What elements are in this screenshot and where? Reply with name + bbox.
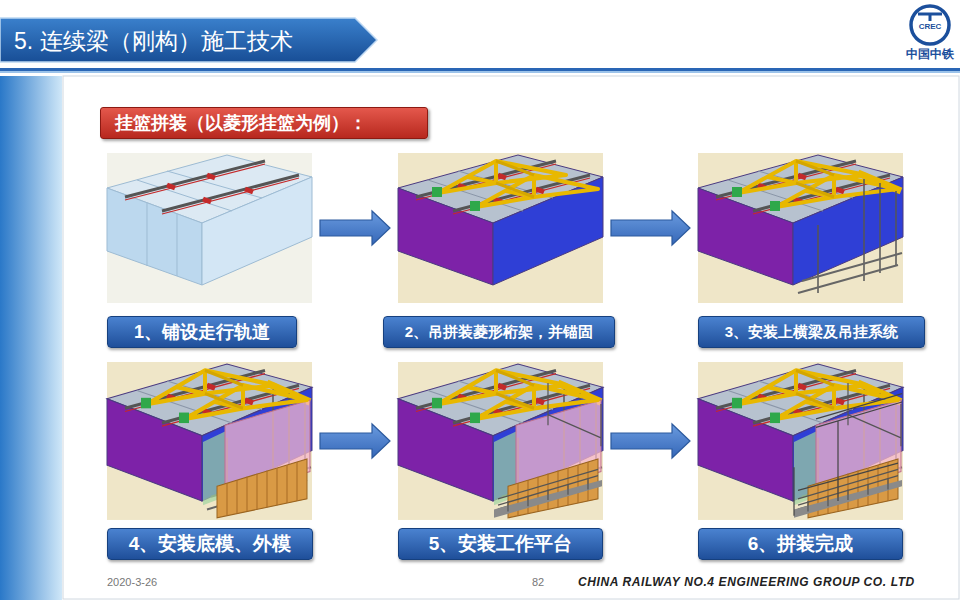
- company-footer: CHINA RAILWAY NO.4 ENGINEERING GROUP CO.…: [578, 575, 915, 589]
- step-caption: 1、铺设走行轨道: [107, 316, 297, 348]
- step-panel: 1、铺设走行轨道: [107, 153, 312, 303]
- page-number: 82: [532, 576, 544, 589]
- step-panel: 3、安装上横梁及吊挂系统: [698, 153, 903, 303]
- illustration-step: [398, 153, 603, 303]
- step-caption: 5、安装工作平台: [398, 528, 603, 560]
- step-arrow: [320, 211, 390, 245]
- company-logo: [911, 6, 949, 44]
- step-panel: 6、拼装完成: [698, 362, 903, 520]
- step-arrow: [320, 424, 390, 458]
- step-panel: 5、安装工作平台: [398, 362, 603, 520]
- step-caption: 3、安装上横梁及吊挂系统: [698, 316, 925, 348]
- title-banner: [0, 18, 377, 62]
- subtitle-box: 挂篮拼装（以菱形挂篮为例）：: [100, 107, 428, 139]
- step-arrow: [611, 211, 690, 245]
- step-caption: 2、吊拼装菱形桁架，并锚固: [383, 316, 615, 348]
- illustration-step: [398, 362, 603, 520]
- slide-title: 5. 连续梁（刚构）施工技术: [14, 23, 293, 59]
- side-bar: [0, 76, 62, 600]
- subtitle-text: 挂篮拼装（以菱形挂篮为例）：: [115, 111, 413, 135]
- step-arrow: [611, 424, 690, 458]
- illustration-step: [698, 362, 903, 520]
- step-panel: 4、安装底模、外模: [107, 362, 312, 520]
- header-line: [0, 71, 960, 73]
- logo-mark: CREC: [910, 22, 950, 32]
- illustration-step: [107, 153, 312, 303]
- step-caption: 6、拼装完成: [698, 528, 903, 560]
- illustration-step: [107, 362, 312, 520]
- step-panel: 2、吊拼装菱形桁架，并锚固: [398, 153, 603, 303]
- illustration-step: [698, 153, 903, 303]
- step-caption: 4、安装底模、外模: [107, 528, 313, 560]
- content-panel: [63, 76, 959, 599]
- header-line: [0, 68, 960, 71]
- date-label: 2020-3-26: [107, 576, 157, 589]
- logo-name: 中国中铁: [900, 47, 960, 61]
